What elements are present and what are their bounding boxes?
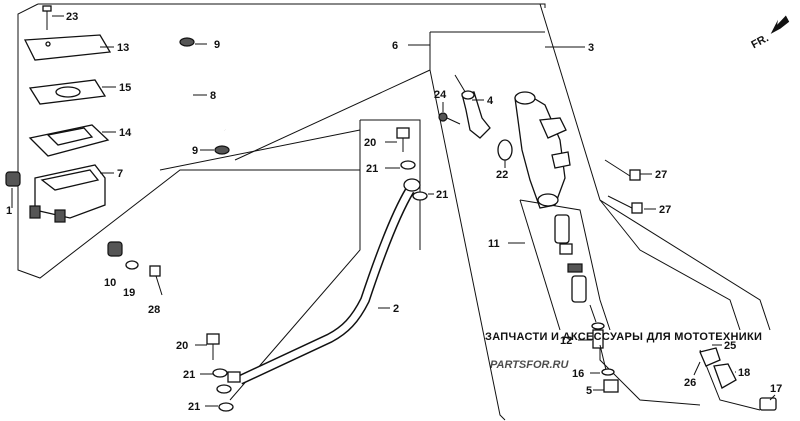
callout-3: 3	[588, 42, 594, 54]
direction-label: FR.	[749, 32, 770, 51]
piston-kit	[554, 214, 605, 349]
callout-leaders	[11, 15, 776, 407]
callout-27-bottom: 27	[659, 204, 671, 216]
front-direction-indicator: FR.	[749, 15, 790, 51]
lower-right-parts	[699, 347, 777, 411]
callout-21-mid: 21	[436, 189, 448, 201]
callout-24: 24	[434, 89, 447, 101]
bolts-27	[604, 159, 643, 214]
callout-10: 10	[104, 277, 116, 289]
callout-8: 8	[210, 90, 216, 102]
callout-18: 18	[738, 367, 750, 379]
callout-23: 23	[66, 11, 78, 23]
callout-14: 14	[119, 127, 132, 139]
master-cylinder	[497, 91, 571, 209]
watermark: PARTSFOR.RU ЗАПЧАСТИ И АКСЕССУАРЫ ДЛЯ МО…	[485, 331, 762, 371]
brake-hose	[227, 178, 421, 385]
callout-labels: 23 13 15 14 7 1 9 8 9 10 19 28 6 3 24 4 …	[6, 11, 782, 413]
callout-12: 12	[560, 335, 572, 347]
mount-bolts	[107, 241, 163, 296]
callout-20-bottom: 20	[176, 340, 188, 352]
callout-13: 13	[117, 42, 129, 54]
watermark-brand: PARTSFOR.RU	[490, 359, 569, 371]
breather-hose	[178, 37, 230, 155]
callout-16: 16	[572, 368, 584, 380]
callout-2: 2	[393, 303, 399, 315]
upper-banjo	[396, 127, 428, 201]
callout-11: 11	[488, 238, 500, 250]
callout-6: 6	[392, 40, 398, 52]
callout-26: 26	[684, 377, 696, 389]
callout-20-top: 20	[364, 137, 376, 149]
callout-9-top: 9	[214, 39, 220, 51]
callout-21-lower: 21	[183, 369, 195, 381]
callout-22: 22	[496, 169, 508, 181]
callout-21-top: 21	[366, 163, 378, 175]
callout-17: 17	[770, 383, 782, 395]
joint-assembly	[438, 90, 491, 139]
pushrod-parts	[599, 344, 619, 393]
lower-banjo	[206, 333, 234, 412]
callout-7: 7	[117, 168, 123, 180]
callout-28: 28	[148, 304, 160, 316]
callout-25: 25	[724, 340, 736, 352]
callout-4: 4	[487, 95, 494, 107]
callout-1: 1	[6, 205, 12, 217]
callout-15: 15	[119, 82, 131, 94]
callout-19: 19	[123, 287, 135, 299]
callout-21-bottom: 21	[188, 401, 200, 413]
callout-27-top: 27	[655, 169, 667, 181]
watermark-caption: ЗАПЧАСТИ И АКСЕССУАРЫ ДЛЯ МОТОТЕХНИКИ	[485, 331, 762, 343]
callout-9-bottom: 9	[192, 145, 198, 157]
callout-5: 5	[586, 385, 592, 397]
reservoir-assembly	[5, 5, 112, 223]
